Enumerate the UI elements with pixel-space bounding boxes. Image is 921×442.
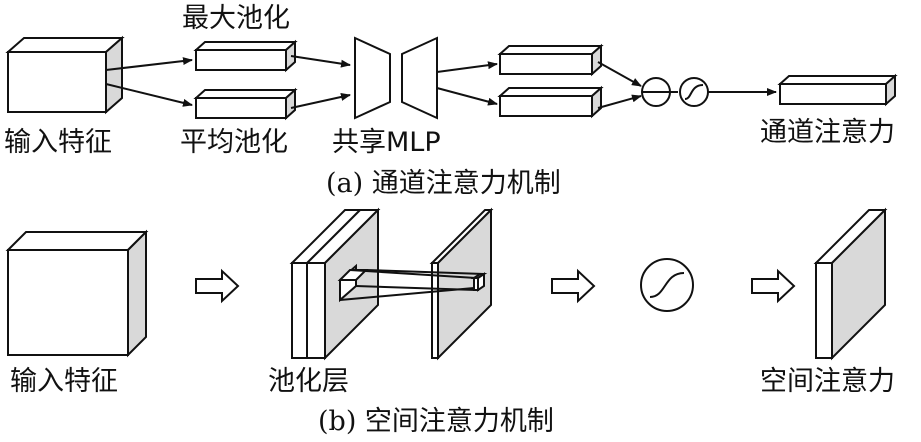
channel-attention-label: 通道注意力 bbox=[760, 117, 895, 148]
avg-pool-bar bbox=[193, 87, 298, 121]
spatial-attention-label: 空间注意力 bbox=[760, 366, 895, 397]
arrow-mlp-to-top-output bbox=[436, 61, 498, 73]
sigmoid-icon bbox=[679, 77, 709, 107]
sigmoid-icon-b bbox=[640, 258, 694, 312]
channel-attention-bar bbox=[777, 73, 898, 107]
conv-kernel bbox=[337, 263, 488, 303]
arrow-top-to-sum bbox=[597, 61, 642, 87]
conv-feature-map bbox=[429, 207, 494, 361]
pool-layer-label: 池化层 bbox=[268, 366, 349, 397]
input-feature-label-b: 输入特征 bbox=[10, 366, 118, 397]
spatial-attention-map bbox=[813, 207, 888, 361]
input-feature-label-a: 输入特征 bbox=[4, 127, 112, 158]
arrow-avg-to-mlp bbox=[290, 93, 351, 109]
arrow-bottom-to-sum bbox=[597, 94, 642, 109]
max-pool-label: 最大池化 bbox=[182, 3, 290, 34]
arrow-to-avg-pool bbox=[105, 83, 193, 107]
mlp-output-bar-bottom bbox=[497, 85, 604, 119]
shared-mlp-label: 共享MLP bbox=[332, 127, 441, 158]
caption-a: (a) 通道注意力机制 bbox=[326, 168, 561, 199]
channel-attention-panel bbox=[5, 35, 898, 121]
max-pool-bar bbox=[193, 39, 298, 73]
mlp-output-bar-top bbox=[497, 43, 604, 77]
arrow-to-max-pool bbox=[105, 57, 193, 71]
avg-pool-label: 平均池化 bbox=[180, 127, 288, 158]
pooling-layer bbox=[289, 207, 381, 361]
flow-arrow-1 bbox=[195, 268, 240, 304]
input-feature-cube bbox=[5, 35, 125, 115]
arrow-mlp-to-bottom-output bbox=[436, 87, 498, 106]
arrow-max-to-mlp bbox=[290, 55, 351, 68]
flow-arrow-3 bbox=[751, 268, 796, 304]
spatial-attention-panel bbox=[5, 207, 888, 361]
elementwise-sum-icon bbox=[641, 77, 671, 107]
shared-mlp bbox=[354, 36, 438, 120]
input-feature-cube-b bbox=[5, 229, 149, 358]
flow-arrow-2 bbox=[551, 268, 596, 304]
caption-b: (b) 空间注意力机制 bbox=[318, 406, 554, 437]
